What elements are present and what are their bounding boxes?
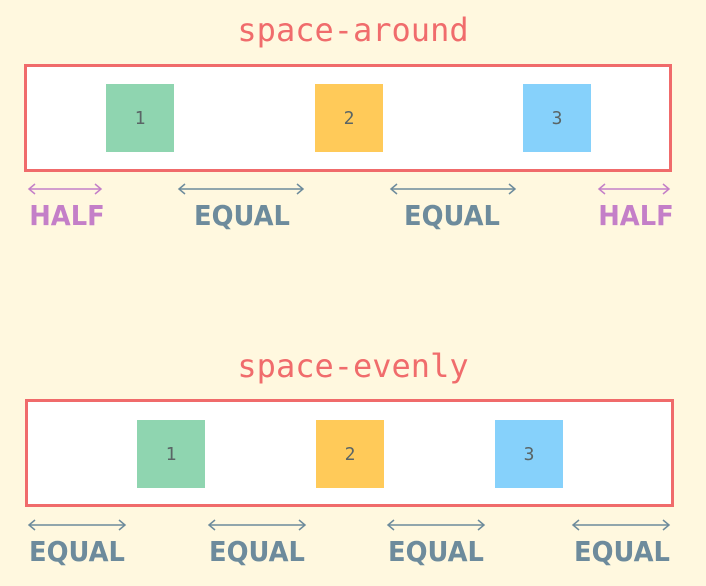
space-around-item-1: 1 (106, 84, 174, 152)
space-around-container: 1 2 3 (24, 64, 672, 172)
space-evenly-item-3: 3 (495, 420, 563, 488)
space-evenly-container: 1 2 3 (25, 399, 674, 507)
space-evenly-gap-3-label: EQUAL (388, 535, 484, 568)
space-evenly-gap-3-arrow (386, 518, 486, 532)
space-evenly-gap-4-label: EQUAL (574, 535, 670, 568)
space-evenly-gap-1-arrow (27, 518, 127, 532)
space-evenly-gap-2-label: EQUAL (209, 535, 305, 568)
space-around-gap-2-arrow (177, 182, 305, 196)
space-around-gap-1-label: HALF (29, 199, 105, 232)
space-evenly-gap-2-arrow (207, 518, 307, 532)
space-around-item-2: 2 (315, 84, 383, 152)
space-around-gap-4-arrow (597, 182, 671, 196)
space-around-gap-4-label: HALF (598, 199, 674, 232)
space-evenly-gap-1-label: EQUAL (29, 535, 125, 568)
space-around-gap-3-arrow (389, 182, 517, 196)
space-evenly-item-2: 2 (316, 420, 384, 488)
space-evenly-item-1: 1 (137, 420, 205, 488)
space-around-diagram: space-around 1 2 3 HALF EQUAL EQUAL HALF (0, 0, 706, 240)
space-around-item-3: 3 (523, 84, 591, 152)
space-around-gap-2-label: EQUAL (194, 199, 290, 232)
space-evenly-diagram: space-evenly 1 2 3 EQUAL EQUAL EQUAL EQU… (0, 336, 706, 576)
space-evenly-title: space-evenly (237, 347, 469, 385)
space-around-gap-3-label: EQUAL (404, 199, 500, 232)
space-evenly-gap-4-arrow (571, 518, 671, 532)
space-around-title: space-around (237, 11, 469, 49)
space-around-gap-1-arrow (27, 182, 103, 196)
